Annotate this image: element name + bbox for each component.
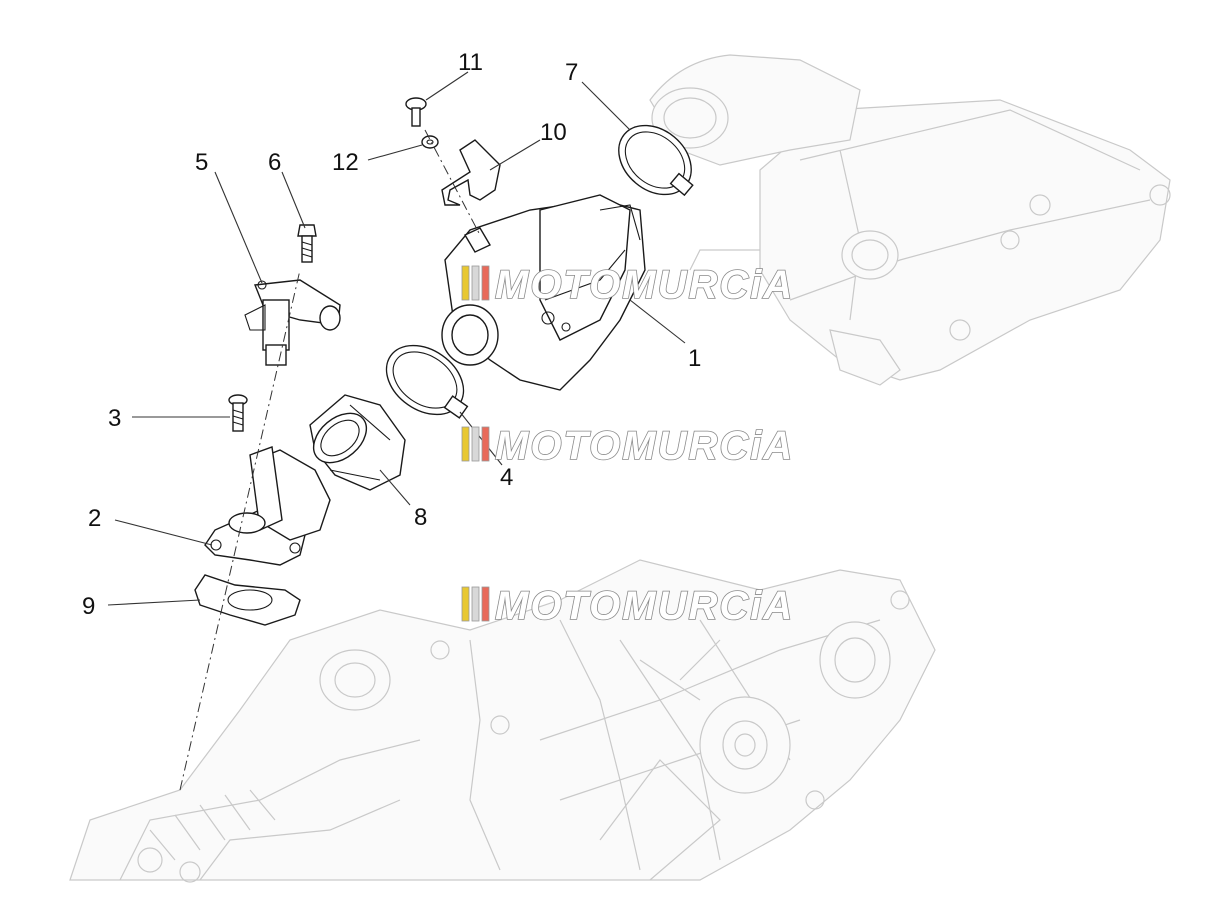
- watermark-text: MOTOMURCiA: [495, 424, 794, 468]
- watermark-stripe-2: [471, 426, 480, 462]
- watermark-stripe-2: [471, 586, 480, 622]
- intake-sleeve: [309, 394, 406, 491]
- bolt: [297, 224, 317, 263]
- watermark-stripe-3: [481, 586, 490, 622]
- callout-3: 3: [108, 405, 121, 432]
- air-filter-box-background: [649, 54, 1171, 386]
- watermark-stripe-3: [481, 265, 490, 301]
- hose-clamp-upper: [618, 124, 694, 197]
- watermark-top: MOTOMURCiA: [461, 262, 794, 308]
- callout-1: 1: [688, 345, 701, 372]
- screw-small: [405, 97, 427, 127]
- watermark-stripe-1: [461, 426, 470, 462]
- assembly-axis-lines: [179, 129, 481, 791]
- callout-2: 2: [88, 505, 101, 532]
- callout-6: 6: [268, 149, 281, 176]
- callout-12: 12: [332, 149, 359, 176]
- watermark-bottom: MOTOMURCiA: [461, 583, 794, 629]
- callout-7: 7: [565, 59, 578, 86]
- callout-4: 4: [500, 464, 513, 491]
- throttle-body: [441, 194, 646, 391]
- fuel-injector: [244, 279, 341, 366]
- gasket: [194, 574, 301, 626]
- screw: [228, 394, 248, 432]
- intake-manifold: [204, 446, 331, 566]
- callout-9: 9: [82, 593, 95, 620]
- bracket: [441, 139, 501, 206]
- callout-5: 5: [195, 149, 208, 176]
- callout-10: 10: [540, 119, 567, 146]
- watermark-stripe-1: [461, 586, 470, 622]
- callout-8: 8: [414, 504, 427, 531]
- watermark-stripe-1: [461, 265, 470, 301]
- watermark-stripe-2: [471, 265, 480, 301]
- callout-labels: 1 2 3 4 5 6 7 8 9 10 11 12: [82, 49, 701, 620]
- watermark-middle: MOTOMURCiA: [461, 423, 794, 469]
- hose-clamp-lower: [385, 344, 469, 419]
- washer: [421, 135, 439, 149]
- engine-crankcase-background: [69, 559, 936, 883]
- watermark-text: MOTOMURCiA: [495, 263, 794, 307]
- leader-lines: [107, 71, 686, 606]
- watermark-text: MOTOMURCiA: [495, 584, 794, 628]
- callout-11: 11: [458, 49, 483, 76]
- watermark-stripe-3: [481, 426, 490, 462]
